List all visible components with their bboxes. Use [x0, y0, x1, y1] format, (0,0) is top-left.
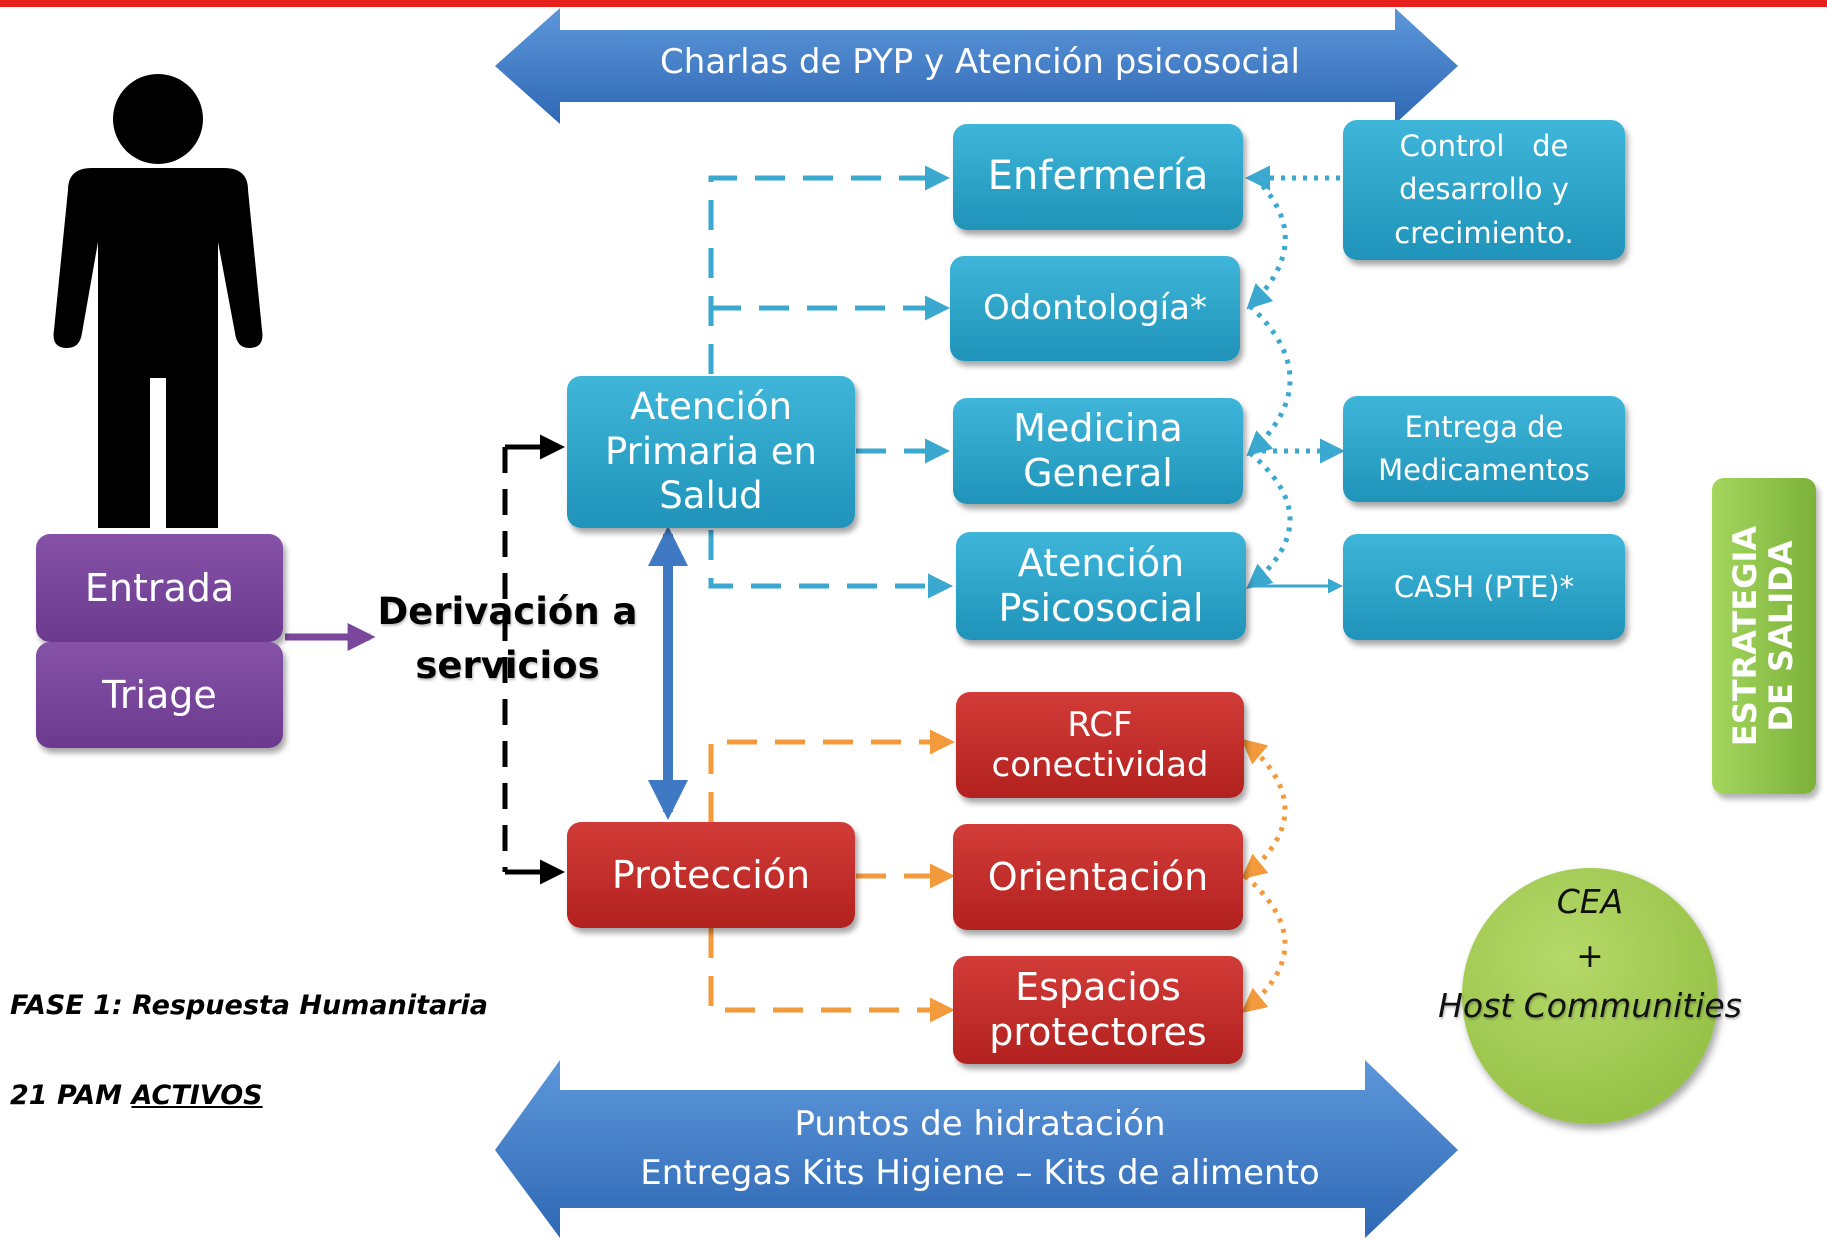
cash-box: CASH (PTE)*	[1343, 534, 1625, 640]
rcf-line2: conectividad	[991, 745, 1209, 785]
top-banner-arrow	[495, 8, 1458, 124]
orientacion-box: Orientación	[953, 824, 1243, 930]
psicosocial-line2: Psicosocial	[998, 586, 1204, 630]
blue-dotted-connectors	[1245, 165, 1345, 590]
rcf-box: RCF conectividad	[956, 692, 1244, 798]
control-line3: crecimiento.	[1394, 215, 1574, 250]
phase-text: FASE 1: Respuesta Humanitaria	[10, 990, 488, 1021]
psicosocial-box: Atención Psicosocial	[956, 532, 1246, 640]
primary-care-line3: Salud	[659, 474, 763, 518]
cea-circle	[1462, 868, 1718, 1124]
entrega-box: Entrega de Medicamentos	[1343, 396, 1625, 502]
medicina-line2: General	[1023, 451, 1173, 495]
derivation-line2: servicios	[415, 643, 600, 687]
orientacion-espacios-curve	[1241, 874, 1288, 1014]
cea-line1: CEA	[1556, 882, 1624, 921]
control-line1: Control de	[1399, 128, 1569, 163]
primary-care-box: Atención Primaria en Salud	[567, 376, 855, 528]
to-psicosocial-connector	[708, 530, 953, 599]
medicina-line1: Medicina	[1013, 406, 1183, 451]
control-box: Control de desarrollo y crecimiento.	[1343, 120, 1625, 260]
cea-line2: +	[1576, 936, 1604, 975]
medicina-box: Medicina General	[953, 398, 1243, 504]
rcf-line1: RCF	[1067, 704, 1133, 745]
person-icon	[53, 74, 263, 528]
derivation-line1: Derivación a	[377, 590, 638, 633]
exit-strategy-text: ESTRATEGIA DE SALIDA	[1726, 525, 1800, 747]
psicosocial-line1: Atención	[1017, 541, 1185, 586]
exit-strategy-line1: ESTRATEGIA	[1726, 525, 1765, 747]
primary-care-line1: Atención	[629, 385, 793, 429]
entrega-line1: Entrega de	[1404, 409, 1564, 444]
bottom-banner-line1: Puntos de hidratación	[794, 1104, 1166, 1144]
triage-box: Triage	[36, 642, 283, 748]
enfermeria-box: Enfermería	[953, 124, 1243, 230]
orange-dotted-connectors	[1241, 738, 1288, 1014]
rcf-orientacion-curve	[1241, 738, 1288, 880]
primary-care-line2: Primaria en	[604, 429, 817, 473]
header-line	[0, 0, 1827, 7]
espacios-line1: Espacios	[1015, 965, 1181, 1010]
pam-prefix: 21 PAM	[10, 1080, 132, 1111]
exit-strategy-line2: DE SALIDA	[1762, 540, 1800, 732]
to-espacios-connector	[708, 928, 955, 1023]
pam-activos: ACTIVOS	[131, 1080, 263, 1111]
espacios-line2: protectores	[989, 1010, 1207, 1054]
orange-dashed-connectors	[708, 729, 955, 1023]
bottom-banner-text: Puntos de hidratación Entregas Kits Higi…	[600, 1100, 1360, 1199]
bottom-banner-line2: Entregas Kits Higiene – Kits de alimento	[640, 1153, 1320, 1194]
cea-line3: Host Communities	[1438, 986, 1742, 1025]
entrada-box: Entrada	[36, 534, 283, 642]
derivation-label: Derivación a servicios	[375, 585, 640, 692]
odontologia-box: Odontología*	[950, 256, 1240, 361]
top-banner-text: Charlas de PYP y Atención psicosocial	[660, 42, 1300, 82]
blue-dashed-connectors	[708, 165, 953, 599]
bottom-banner-arrow	[495, 1060, 1458, 1238]
medicina-psicosocial-curve	[1246, 451, 1293, 590]
entrega-line2: Medicamentos	[1378, 453, 1590, 487]
enfermeria-odontologia-curve	[1246, 176, 1288, 310]
to-enfermeria-connector	[708, 165, 950, 374]
odontologia-medicina-curve	[1246, 304, 1293, 457]
espacios-box: Espacios protectores	[953, 956, 1243, 1064]
control-line2: desarrollo y	[1399, 172, 1569, 207]
pam-text: 21 PAM ACTIVOS	[10, 1080, 263, 1111]
protection-box: Protección	[567, 822, 855, 928]
exit-strategy-bar: ESTRATEGIA DE SALIDA	[1712, 478, 1816, 794]
to-rcf-connector	[708, 729, 955, 822]
